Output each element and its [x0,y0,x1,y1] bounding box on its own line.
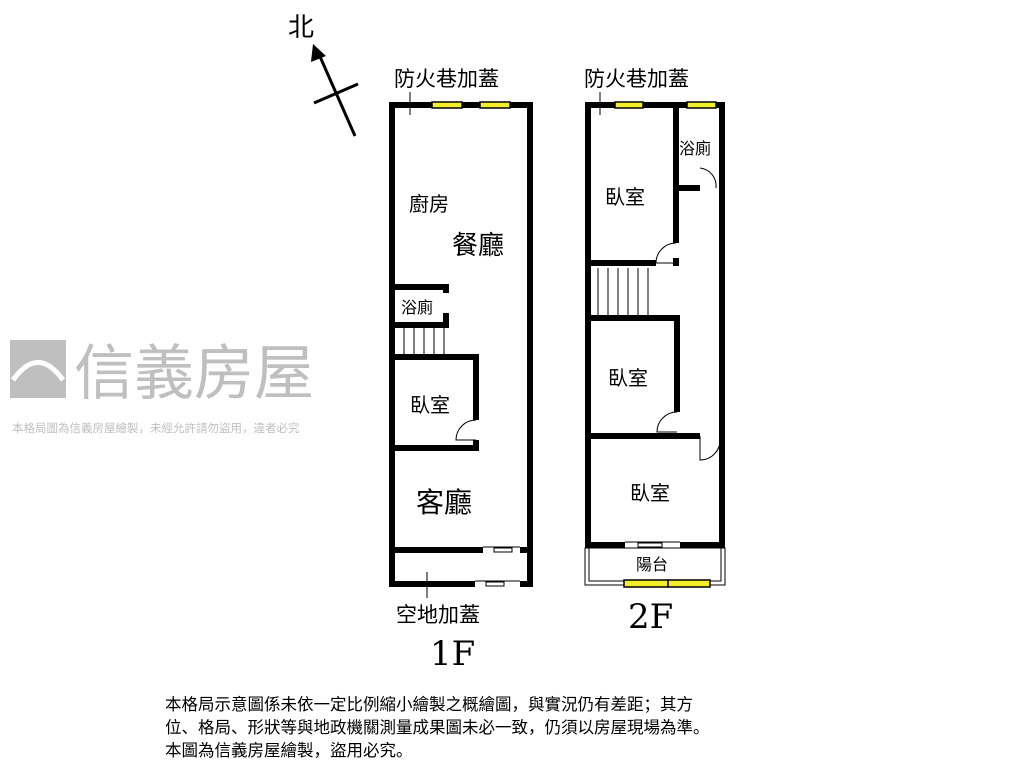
disclaimer: 本格局示意圖係未依一定比例縮小繪製之概繪圖，與實況仍有差距；其方 位、格局、形狀… [165,693,710,762]
floor-1-top-annex-label: 防火巷加蓋 [394,67,499,91]
disclaimer-line: 本格局示意圖係未依一定比例縮小繪製之概繪圖，與實況仍有差距；其方 [165,695,693,714]
disclaimer-line: 位、格局、形狀等與地政機關測量成果圖未必一致，仍須以房屋現場為準。 [165,718,710,737]
floor-1-label: 1F [430,634,475,674]
watermark-brand: 信義房屋 [74,339,314,409]
room-label: 臥室 [630,481,670,505]
floor-2-top-annex-label: 防火巷加蓋 [584,67,689,91]
room-label: 廚房 [409,192,449,216]
watermark: 信義房屋 本格局圖為信義房屋繪製，未經允許請勿盜用，違者必究 [10,339,314,435]
room-label: 浴廁 [401,298,433,317]
room-label: 陽台 [636,555,668,574]
watermark-logo [10,340,66,398]
window [431,101,511,109]
floor-2-plan [584,92,726,588]
room-label: 臥室 [605,185,645,209]
window [614,101,717,588]
room-label: 餐廳 [452,231,504,261]
floor-2-label: 2F [628,597,673,637]
disclaimer-line: 本圖為信義房屋繪製，盜用必究。 [165,741,413,760]
north-label: 北 [288,13,314,43]
room-label: 浴廁 [679,139,711,158]
north-arrow-icon: 北 [288,13,359,137]
floor-1-bottom-annex-label: 空地加蓋 [396,603,480,627]
floor-1-plan [389,92,533,598]
room-label: 客廳 [416,486,472,519]
room-label: 臥室 [608,366,648,390]
room-label: 臥室 [410,393,450,417]
watermark-notice: 本格局圖為信義房屋繪製，未經允許請勿盜用，違者必究 [12,421,300,435]
